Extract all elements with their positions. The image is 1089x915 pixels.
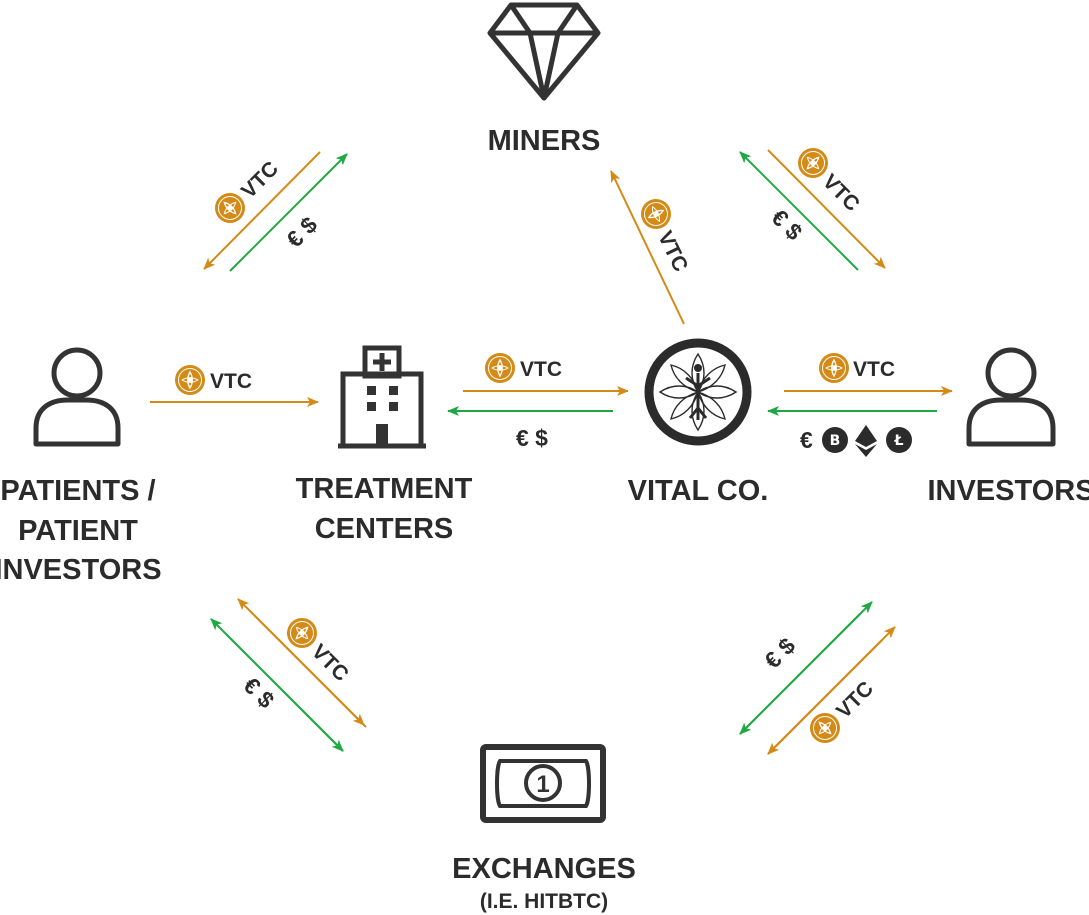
vtc-label: VTC xyxy=(210,370,252,393)
fiat-arrow-investors-to-exchanges xyxy=(739,613,861,735)
vtc-token-label: VTC xyxy=(803,677,878,750)
investors-label: INVESTORS xyxy=(927,475,1089,507)
vtc-arrow-miners-to-patients xyxy=(203,151,321,270)
fiat-arrow-patients-to-miners xyxy=(229,153,348,272)
fiat-arrow-patients-to-exchanges xyxy=(225,633,344,752)
vtc-label: VTC xyxy=(653,228,692,276)
banknote-icon: 1 xyxy=(480,744,606,823)
banknote-value: 1 xyxy=(536,771,549,798)
fiat-currency-label: € $ xyxy=(238,672,279,713)
hospital-icon xyxy=(338,345,426,449)
vtc-token-label: VTC xyxy=(635,193,692,276)
vtc-token-label: VTC xyxy=(791,141,864,216)
vtc-token-label: VTC xyxy=(484,352,562,384)
miners-label: MINERS xyxy=(488,125,601,157)
fiat-currency-label: € $ xyxy=(766,204,807,245)
vtc-arrow-vital-to-miners xyxy=(610,170,685,325)
vtc-token-label: VTC xyxy=(208,157,283,230)
vtc-arrow-patients-to-exchanges xyxy=(249,610,365,726)
vtc-arrow-investors-to-exchanges xyxy=(767,639,883,755)
treatment-label-line2: CENTERS xyxy=(315,513,454,545)
vtc-label: VTC xyxy=(307,640,353,686)
euro-label: € xyxy=(800,427,813,453)
litecoin-glyph: Ł xyxy=(894,433,904,449)
fiat-arrow-investors-to-miners xyxy=(739,151,859,271)
vtc-coin-icon xyxy=(484,352,516,384)
vtc-coin-icon xyxy=(635,193,677,235)
patients-label-line3: INVESTORS xyxy=(0,554,162,586)
diamond-icon xyxy=(487,2,601,101)
litecoin-icon: Ł xyxy=(886,427,912,453)
vtc-label: VTC xyxy=(853,358,895,381)
fiat-currency-label: € $ xyxy=(516,425,548,451)
vital-co-logo xyxy=(644,338,752,446)
fiat-currency-label: € $ xyxy=(281,211,322,252)
ethereum-icon xyxy=(855,425,877,457)
exchanges-label: EXCHANGES xyxy=(452,853,636,885)
bitcoin-icon: B xyxy=(822,427,848,453)
vtc-token-label: VTC xyxy=(174,364,252,396)
person-icon xyxy=(966,347,1056,447)
investor-currencies: € B Ł xyxy=(800,425,912,457)
patients-label-line2: PATIENT xyxy=(18,515,138,547)
exchanges-sublabel: (I.E. HITBTC) xyxy=(480,890,608,913)
treatment-label-line1: TREATMENT xyxy=(296,473,473,505)
vtc-token-label: VTC xyxy=(280,611,353,686)
bitcoin-glyph: B xyxy=(830,433,841,449)
vital-co-label: VITAL CO. xyxy=(628,475,769,507)
patients-label-line1: PATIENTS / xyxy=(0,475,155,507)
vtc-label: VTC xyxy=(520,358,562,381)
vtc-coin-icon xyxy=(818,352,850,384)
vtc-coin-icon xyxy=(174,364,206,396)
fiat-currency-label: € $ xyxy=(759,632,800,673)
person-icon xyxy=(33,347,121,447)
vtc-token-label: VTC xyxy=(818,352,895,384)
vtc-label: VTC xyxy=(818,170,864,216)
vtc-arrow-miners-to-investors xyxy=(767,149,886,269)
